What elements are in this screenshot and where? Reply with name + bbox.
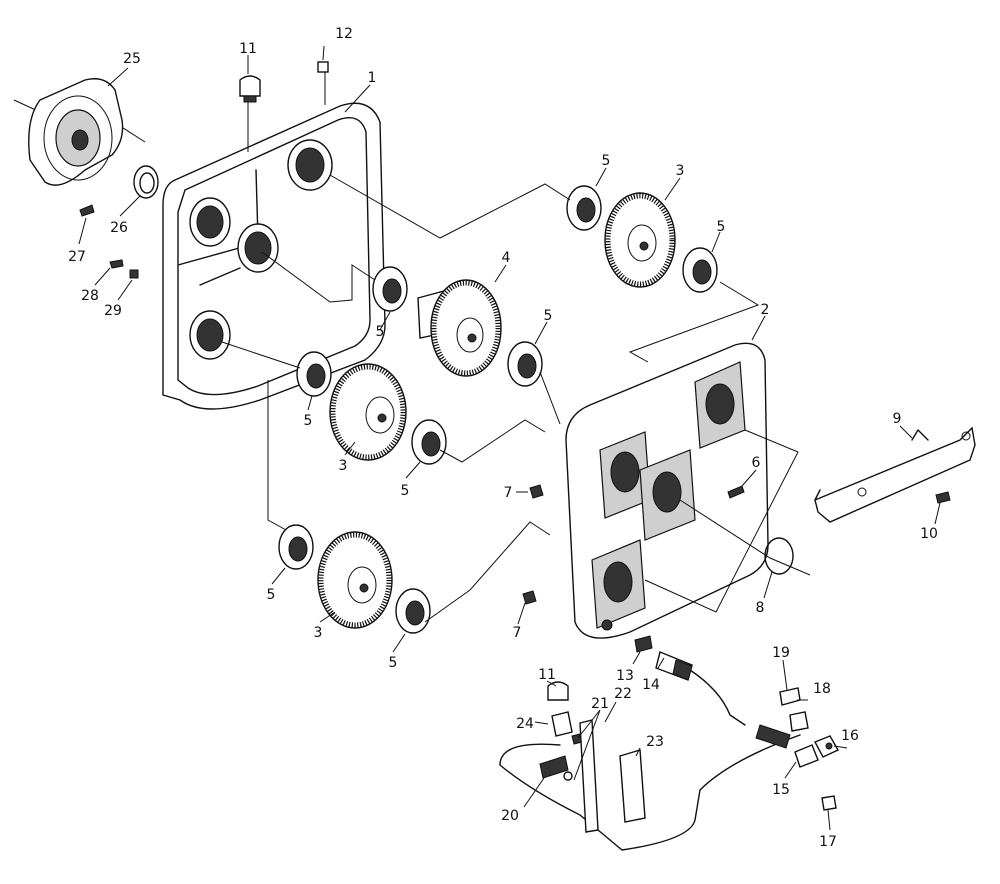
- callout-22: 22: [614, 686, 632, 702]
- callout-20: 20: [501, 808, 519, 824]
- callout-6: 6: [752, 455, 761, 471]
- callout-7: 7: [504, 485, 513, 501]
- housing-plate: [162, 72, 386, 410]
- callout-23: 23: [646, 734, 664, 750]
- gear-upper-right: [604, 192, 676, 288]
- callout-17: 17: [819, 834, 837, 850]
- callout-labels: 1 2 3 3 3 4 5 5 5 5 5 5 5 5 6 7 7 8 9 10…: [68, 26, 938, 850]
- callout-5: 5: [376, 324, 385, 340]
- callout-15: 15: [772, 782, 790, 798]
- callout-24: 24: [516, 716, 534, 732]
- leader-lines: [78, 45, 941, 831]
- callout-2: 2: [761, 302, 770, 318]
- mounting-bracket: [814, 426, 976, 523]
- cover-plate: [565, 342, 769, 639]
- callout-7: 7: [513, 625, 522, 641]
- callout-8: 8: [756, 600, 765, 616]
- callout-19: 19: [772, 645, 790, 661]
- callout-3: 3: [314, 625, 323, 641]
- gear-middle-left: [329, 363, 407, 461]
- gear-shaft: [417, 279, 502, 377]
- callout-28: 28: [81, 288, 99, 304]
- callout-1: 1: [368, 70, 377, 86]
- callout-14: 14: [642, 677, 660, 693]
- callout-5: 5: [304, 413, 313, 429]
- callout-12: 12: [335, 26, 353, 42]
- callout-3: 3: [339, 458, 348, 474]
- callout-9: 9: [893, 411, 902, 427]
- callout-27: 27: [68, 249, 86, 265]
- bearing-set: [278, 185, 718, 634]
- callout-10: 10: [920, 526, 938, 542]
- vent-caps: [239, 61, 329, 103]
- callout-5: 5: [717, 219, 726, 235]
- callout-5: 5: [389, 655, 398, 671]
- callout-13: 13: [616, 668, 634, 684]
- lubrication-line: [499, 635, 839, 851]
- callout-16: 16: [841, 728, 859, 744]
- callout-18: 18: [813, 681, 831, 697]
- callout-29: 29: [104, 303, 122, 319]
- small-hardware: [522, 484, 794, 605]
- callout-25: 25: [123, 51, 141, 67]
- callout-11: 11: [538, 667, 556, 683]
- assembly-lines: [13, 99, 811, 623]
- callout-3: 3: [676, 163, 685, 179]
- gear-lower-left: [317, 531, 393, 629]
- callout-5: 5: [401, 483, 410, 499]
- callout-11: 11: [239, 41, 257, 57]
- callout-5: 5: [267, 587, 276, 603]
- callout-4: 4: [502, 250, 511, 266]
- callout-21: 21: [591, 696, 609, 712]
- callout-5: 5: [544, 308, 553, 324]
- callout-5: 5: [602, 153, 611, 169]
- callout-26: 26: [110, 220, 128, 236]
- coupling-disc: [28, 78, 159, 279]
